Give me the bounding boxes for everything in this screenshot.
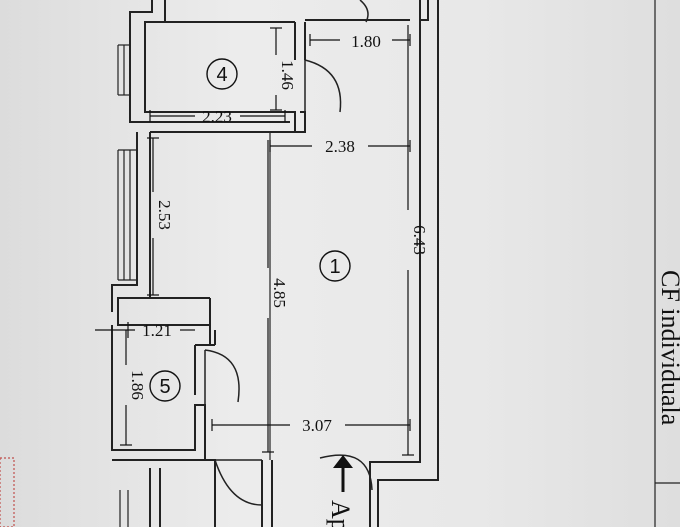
room-number-4: 4	[216, 64, 227, 86]
room-5-marker: 5	[149, 370, 181, 402]
entrance-door-arc	[319, 454, 373, 491]
outer-wall	[369, 0, 439, 527]
dimension-2-23: 2.23	[202, 107, 232, 126]
room-number-1: 1	[329, 256, 340, 278]
room-4-walls	[129, 0, 410, 133]
dimension-lines	[95, 25, 414, 456]
bottom-walls	[119, 459, 273, 527]
room-1-window	[117, 149, 137, 281]
room-4-window	[117, 44, 130, 96]
room-1-walls	[111, 132, 216, 345]
dimension-1-46: 1.46	[278, 60, 297, 90]
dimension-6-43: 6.43	[410, 225, 429, 255]
room-5-door	[204, 349, 240, 405]
room-4-marker: 4	[206, 58, 238, 90]
room-number-5: 5	[159, 376, 170, 398]
room-1-marker: 1	[319, 250, 351, 282]
top-door-arc	[359, 0, 369, 23]
dimension-1-80: 1.80	[351, 32, 381, 51]
entrance-arrow-icon	[333, 455, 353, 492]
room-5-walls	[111, 325, 215, 461]
dimension-3-07: 3.07	[302, 416, 332, 435]
apartment-label: Ap	[326, 500, 355, 527]
dimension-2-38: 2.38	[325, 137, 355, 156]
dimension-2-53: 2.53	[155, 200, 174, 230]
dimension-1-21: 1.21	[142, 321, 172, 340]
room-4-door	[304, 59, 342, 113]
side-title-text: CF individuala	[656, 270, 680, 426]
dimension-1-86: 1.86	[128, 370, 147, 400]
bottom-door	[214, 459, 263, 506]
dimension-4-85: 4.85	[270, 278, 289, 308]
stamp-mark	[0, 457, 15, 527]
